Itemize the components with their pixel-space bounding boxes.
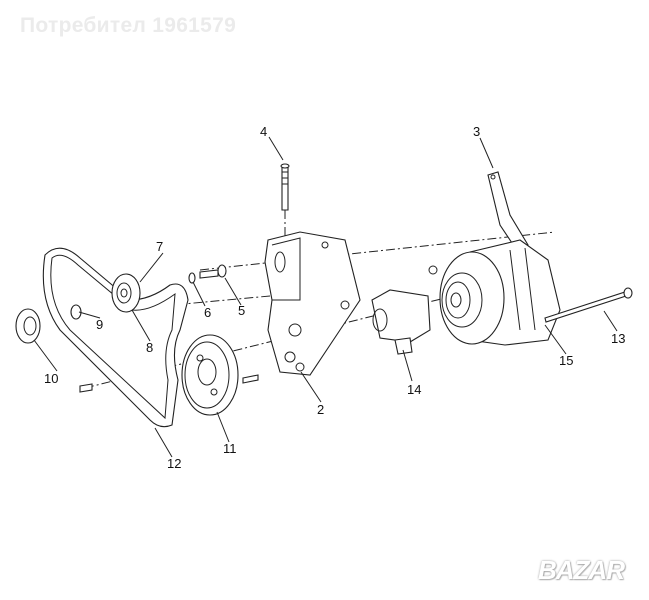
callout-14: 14 — [407, 382, 421, 397]
lower-bolt — [242, 374, 259, 384]
bolt — [199, 264, 227, 279]
through-bolt — [544, 287, 633, 323]
spacer-bracket — [371, 289, 431, 355]
serpentine-belt — [42, 247, 189, 428]
callout-2: 2 — [317, 402, 324, 417]
idler-pulley — [111, 273, 141, 313]
callout-7: 7 — [156, 239, 163, 254]
callout-15: 15 — [559, 353, 573, 368]
dust-cover — [15, 308, 41, 344]
callout-13: 13 — [611, 331, 625, 346]
callout-8: 8 — [146, 340, 153, 355]
stud — [280, 163, 290, 211]
callout-6: 6 — [204, 305, 211, 320]
watermark: Потребител 1961579 — [20, 14, 237, 37]
callout-5: 5 — [238, 303, 245, 318]
centerline-upper — [199, 231, 556, 271]
alternator — [428, 239, 561, 346]
mounting-bracket — [264, 231, 361, 376]
crank-pulley — [181, 334, 239, 416]
callout-10: 10 — [44, 371, 58, 386]
bazar-logo: BAZAR — [538, 555, 625, 585]
nut — [70, 304, 82, 320]
adjusting-strap — [487, 171, 529, 256]
callout-4: 4 — [260, 124, 267, 139]
callout-9: 9 — [96, 317, 103, 332]
callout-11: 11 — [223, 441, 237, 456]
washer — [188, 272, 196, 284]
small-bolt — [79, 383, 93, 393]
callout-3: 3 — [473, 124, 480, 139]
callout-12: 12 — [167, 456, 181, 471]
